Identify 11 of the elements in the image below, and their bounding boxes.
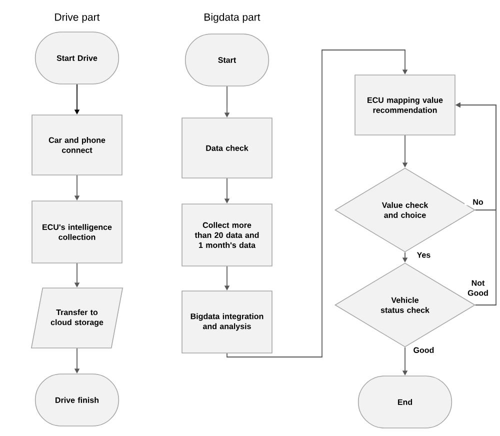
edge-label: Good — [414, 347, 434, 353]
edge-label: No — [473, 199, 484, 205]
process-box: Data check — [182, 118, 272, 178]
process-box: ECU mapping value recommendation — [354, 74, 456, 136]
edge-label: Yes — [416, 252, 430, 258]
process-box: Bigdata integration and analysis — [182, 290, 272, 354]
column-heading: Bigdata part — [204, 13, 260, 23]
process-box: Collect more than 20 data and 1 month's data — [182, 204, 272, 266]
arrow — [226, 50, 408, 358]
process-box: Car and phone connect — [32, 114, 122, 176]
process-box: ECU's intelligence collection — [32, 200, 122, 264]
